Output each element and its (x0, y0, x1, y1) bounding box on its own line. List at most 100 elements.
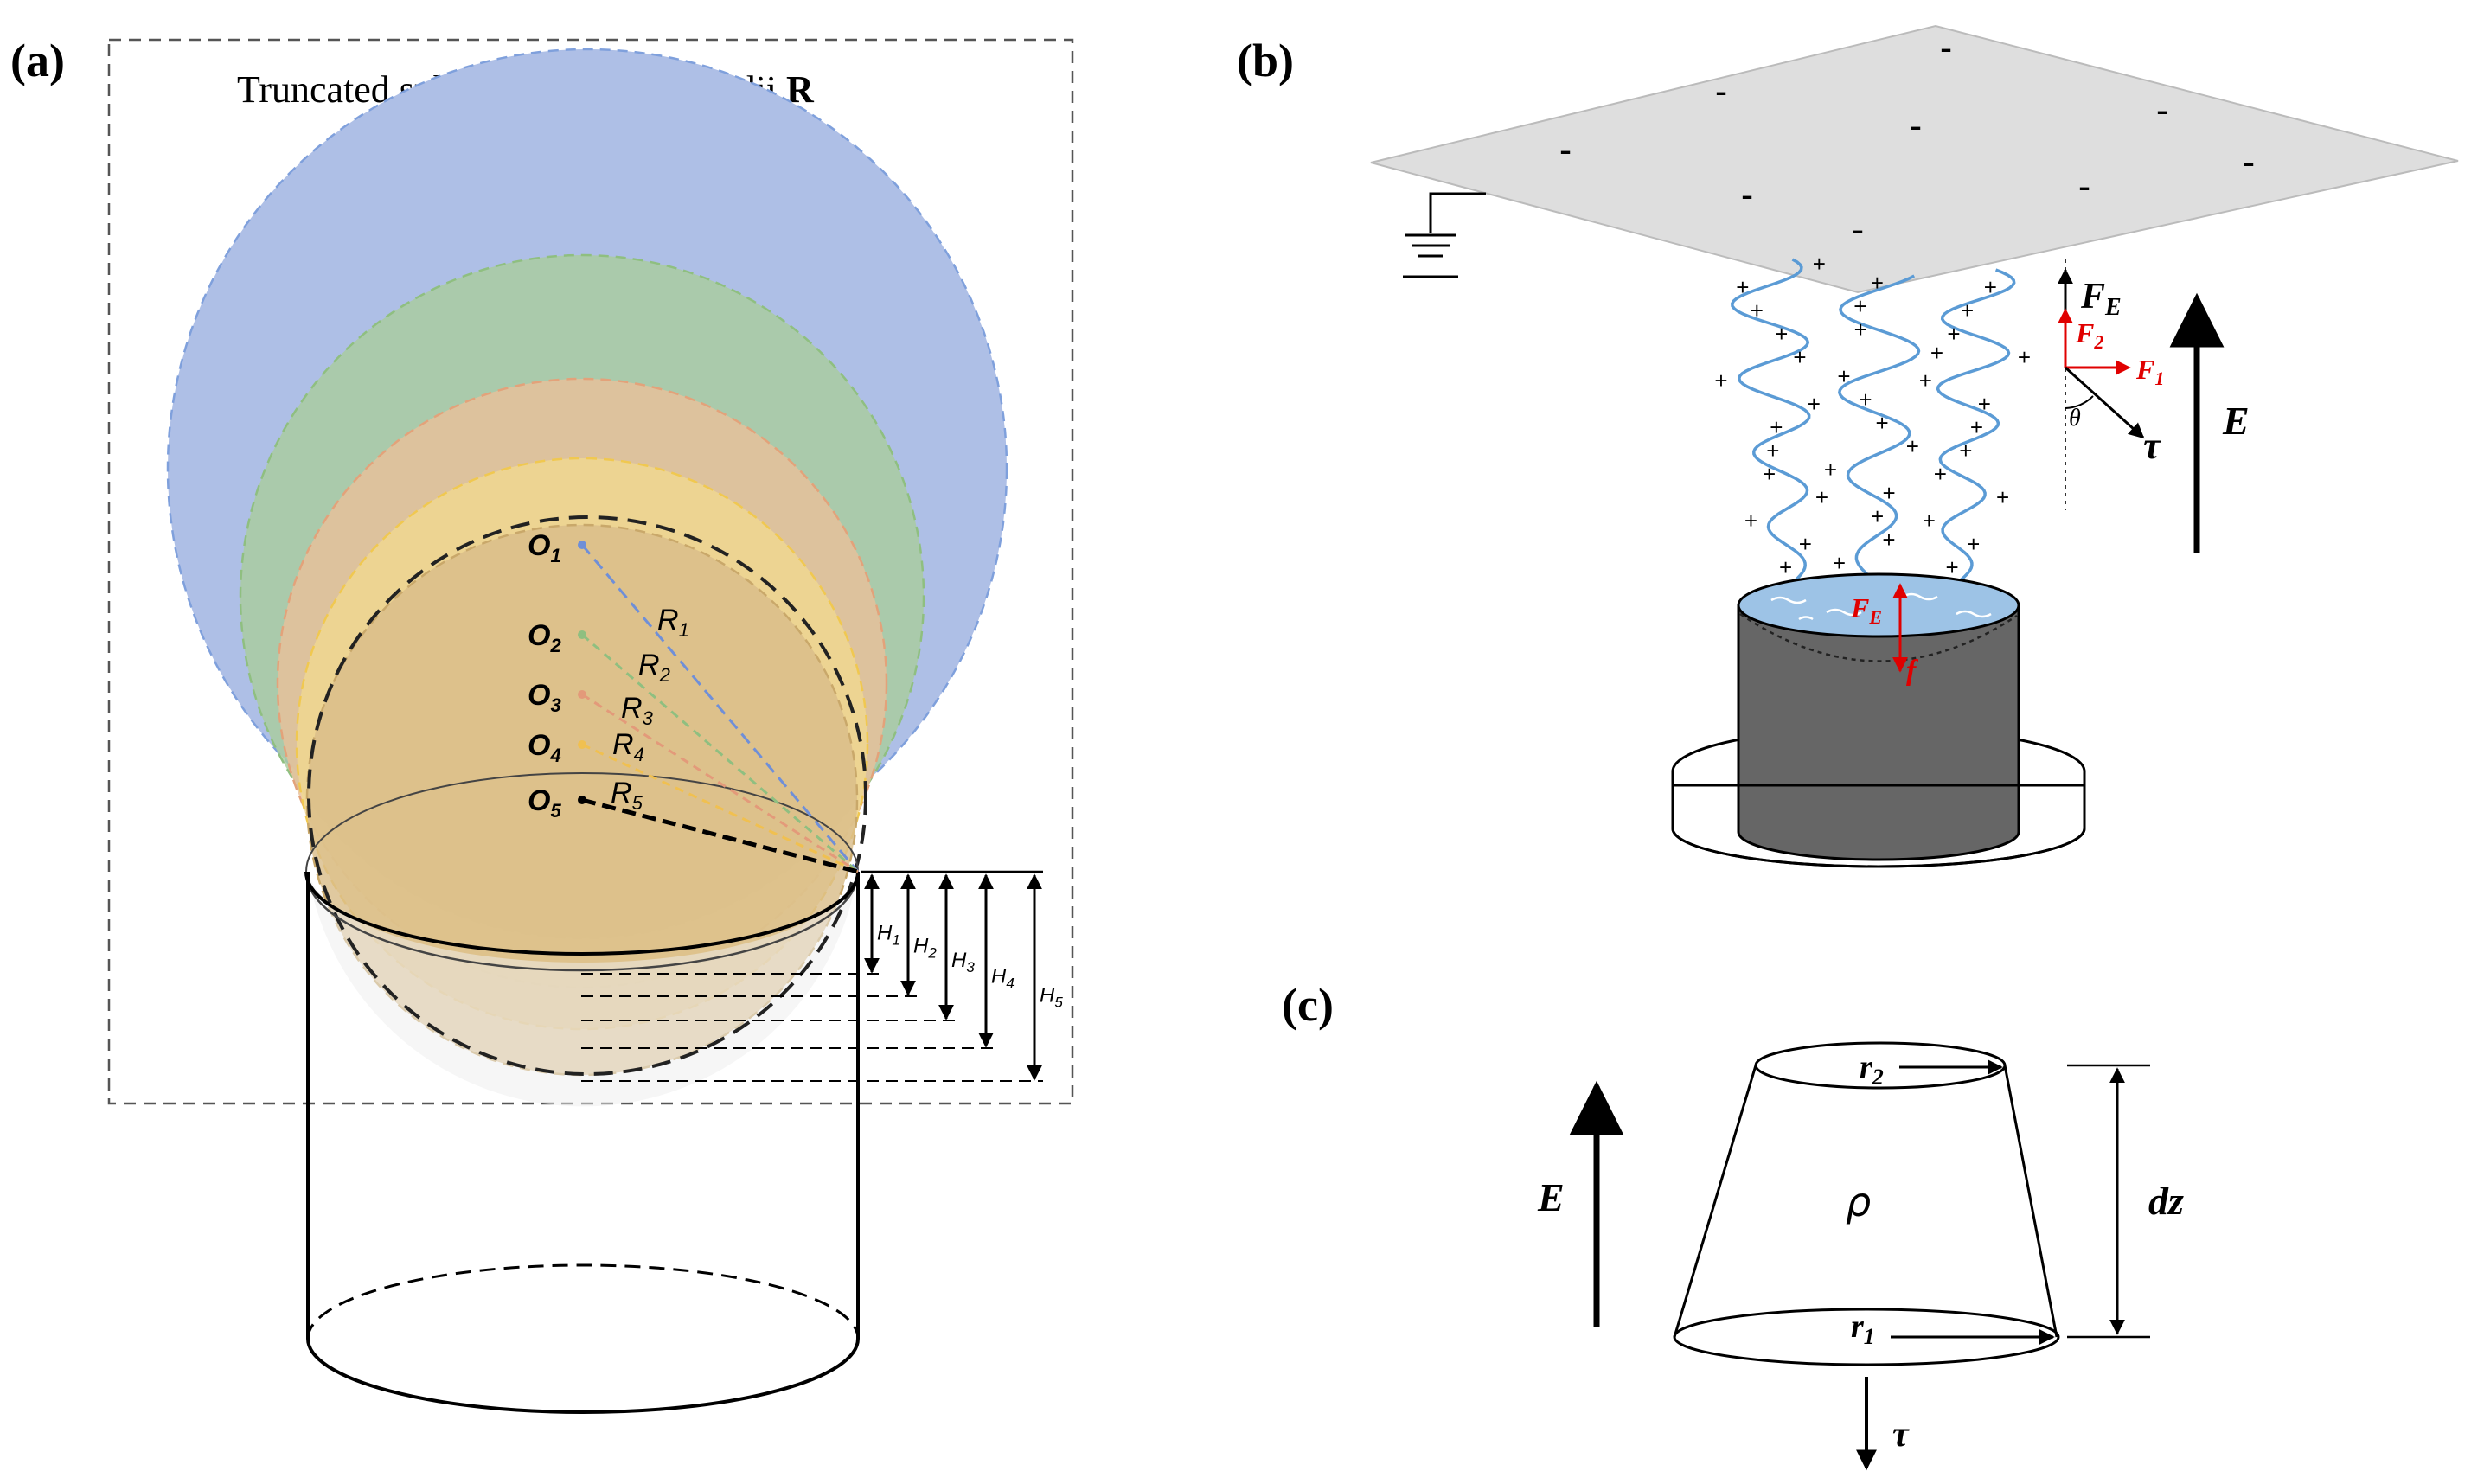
jet-charge: + (1766, 438, 1779, 464)
frustum (1673, 1041, 2060, 1366)
plate-charge-9: - (1852, 209, 1863, 248)
jet-charge: + (1959, 438, 1972, 464)
jet-charge: + (1824, 457, 1837, 483)
force-vectors (2058, 268, 2145, 439)
jet-charge: + (1978, 391, 1991, 417)
plate-charge-1: - (1940, 28, 1951, 67)
rim-ellipse-top (305, 772, 859, 873)
jet-charge: + (1996, 484, 2009, 510)
panel-c: (c) r2 r1 ρ dz E τ (1282, 979, 2184, 1471)
truncated-spheres (166, 48, 1008, 1107)
radius-label-1: R1 (657, 604, 689, 641)
tau-arrow (2064, 366, 2145, 439)
r2-label: r2 (1860, 1049, 1884, 1090)
panel-b-label: (b) (1237, 35, 1294, 86)
radius-label-3: R3 (621, 692, 654, 729)
jet-charge: + (1946, 554, 1959, 580)
tau-label-c: τ (1892, 1415, 1910, 1455)
r1-label: r1 (1851, 1308, 1875, 1349)
jet-charge: + (1815, 484, 1828, 510)
surface-fe-label: FE (1850, 592, 1882, 628)
height-label-2: H2 (913, 935, 937, 962)
jet-charge: + (1793, 344, 1806, 370)
plate-charge-3: - (1910, 106, 1921, 144)
jet-charge: + (1779, 554, 1792, 580)
center-label-4: O4 (528, 729, 561, 766)
rim-back-edge (304, 872, 860, 972)
height-label-4: H4 (991, 964, 1015, 991)
height-label-3: H3 (951, 949, 975, 975)
force-f1-label: F1 (2135, 354, 2164, 389)
surface-f-label: f (1906, 655, 1919, 687)
jet-charge: + (1871, 270, 1884, 296)
nozzle-cylinder (306, 872, 860, 1414)
rim-ellipse-front (304, 871, 860, 956)
jet-charge: + (1882, 527, 1895, 553)
jet-charge: + (1799, 531, 1812, 557)
radius-lines (578, 541, 860, 874)
jet-charge: + (1770, 414, 1783, 440)
jet-charge: + (1970, 414, 1983, 440)
liquid-surface (1737, 572, 2020, 638)
panel-a: (a) Truncated sphere with various radii … (10, 35, 1074, 1414)
jet-charge: + (1854, 317, 1867, 342)
reference-sphere-outline (307, 515, 867, 1076)
panel-c-label: (c) (1282, 979, 1334, 1031)
radius-label-4: R4 (612, 728, 644, 765)
jet-charge: + (1883, 480, 1896, 506)
jet-charge: + (1876, 410, 1889, 436)
jet-charge: + (1837, 363, 1850, 389)
center-label-5: O5 (528, 784, 561, 822)
jet-charge: + (1906, 433, 1919, 459)
jet-charge: + (1871, 503, 1884, 529)
radius-label-5: R5 (611, 777, 643, 814)
radius-line-4 (581, 743, 859, 873)
plate-charge-4: - (2156, 90, 2167, 129)
collector-plate (1370, 24, 2459, 294)
jet-charge: + (1763, 461, 1776, 487)
center-label-2: O2 (528, 619, 561, 656)
jet-charge: + (1961, 297, 1974, 323)
force-f2-label: F2 (2075, 317, 2103, 353)
height-label-1: H1 (877, 921, 900, 948)
center-point-1 (578, 541, 586, 549)
panel-a-label: (a) (10, 35, 65, 86)
jets (1731, 258, 2016, 585)
jet-2 (1837, 274, 1921, 581)
nozzle (1673, 572, 2084, 861)
force-fe-label: FE (2080, 277, 2122, 321)
jet-charge: + (1919, 368, 1932, 393)
jet-charge: + (1775, 321, 1788, 347)
jet-charge: + (1751, 297, 1764, 323)
jet-charge: + (1744, 508, 1757, 534)
rho-label: ρ (1846, 1179, 1871, 1225)
center-label-1: O1 (528, 529, 561, 566)
ground-symbol (1403, 192, 1486, 278)
panel-b: (b) --------- ++++++++++++++++++++++++++… (1237, 24, 2459, 868)
dz-label: dz (2148, 1179, 2184, 1223)
jet-charge: + (1714, 368, 1727, 393)
jet-1 (1731, 258, 1811, 585)
height-label-5: H5 (1040, 983, 1063, 1010)
plate-charge-8: - (2243, 142, 2254, 181)
jet-charge: + (1833, 550, 1846, 576)
jet-charge: + (1808, 391, 1821, 417)
radius-label-2: R2 (638, 649, 670, 686)
jet-charge: + (1923, 508, 1936, 534)
theta-label: θ (2069, 405, 2081, 432)
jet-charge: + (1813, 251, 1826, 277)
jet-charge: + (1967, 531, 1980, 557)
plate-charge-2: - (1715, 71, 1726, 110)
radius-line-3 (581, 693, 859, 873)
radius-line-2 (581, 633, 859, 873)
jet-charge: + (1947, 321, 1960, 347)
field-label-c: E (1537, 1175, 1565, 1219)
radius-line-1 (580, 544, 860, 873)
plate-charge-7: - (2078, 166, 2090, 205)
jet-charge: + (2018, 344, 2031, 370)
jet-charge: + (1859, 387, 1872, 413)
center-point-2 (578, 630, 586, 639)
